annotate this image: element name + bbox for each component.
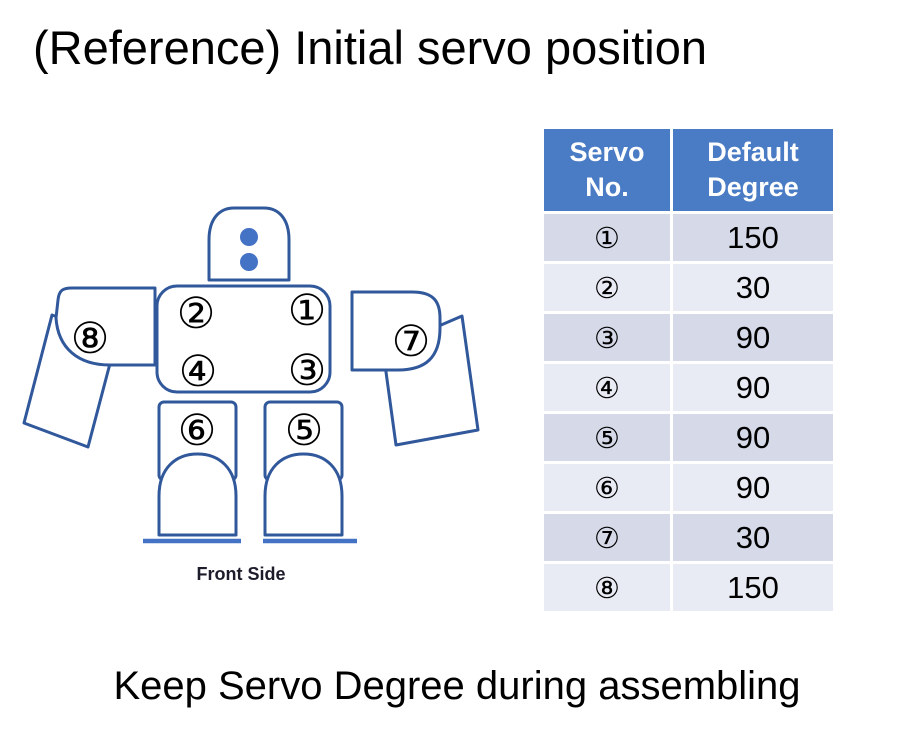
bottom-note: Keep Servo Degree during assembling xyxy=(113,664,801,708)
robot-right-shoulder xyxy=(350,290,442,372)
page-title: (Reference) Initial servo position xyxy=(33,21,707,74)
degree-cell: 30 xyxy=(673,264,833,311)
degree-cell: 150 xyxy=(673,214,833,261)
servo-degree-table: Servo No. Default Degree ① 150 ② 30 ③ 90… xyxy=(541,126,836,614)
header-servo-no: Servo No. xyxy=(544,129,670,211)
table-row: ② 30 xyxy=(544,264,833,311)
servo-no-cell: ⑤ xyxy=(544,414,670,461)
robot-front-diagram: ① ② ③ ④ ⑤ ⑥ ⑦ ⑧ Front Side xyxy=(22,206,480,584)
robot-eye-top xyxy=(240,228,258,246)
servo-no-cell: ③ xyxy=(544,314,670,361)
table-row: ④ 90 xyxy=(544,364,833,411)
servo-label-7: ⑦ xyxy=(392,317,431,367)
degree-cell: 90 xyxy=(673,414,833,461)
table-row: ⑤ 90 xyxy=(544,414,833,461)
servo-label-3: ③ xyxy=(288,346,327,396)
robot-eye-bottom xyxy=(240,253,258,271)
servo-label-8: ⑧ xyxy=(71,314,110,364)
servo-label-4: ④ xyxy=(179,347,218,397)
header-default-degree: Default Degree xyxy=(673,129,833,211)
robot-left-shoulder xyxy=(54,286,157,367)
servo-label-1: ① xyxy=(288,286,327,336)
table-header-row: Servo No. Default Degree xyxy=(544,129,833,211)
degree-cell: 90 xyxy=(673,314,833,361)
table-row: ① 150 xyxy=(544,214,833,261)
degree-cell: 90 xyxy=(673,464,833,511)
servo-no-cell: ① xyxy=(544,214,670,261)
servo-no-cell: ② xyxy=(544,264,670,311)
front-side-label: Front Side xyxy=(197,564,286,584)
servo-label-5: ⑤ xyxy=(285,406,324,456)
degree-cell: 30 xyxy=(673,514,833,561)
table-row: ⑦ 30 xyxy=(544,514,833,561)
table-row: ③ 90 xyxy=(544,314,833,361)
robot-left-foot xyxy=(157,452,238,537)
table-row: ⑥ 90 xyxy=(544,464,833,511)
servo-label-6: ⑥ xyxy=(178,406,217,456)
servo-no-cell: ④ xyxy=(544,364,670,411)
table-row: ⑧ 150 xyxy=(544,564,833,611)
degree-cell: 150 xyxy=(673,564,833,611)
servo-no-cell: ⑦ xyxy=(544,514,670,561)
servo-no-cell: ⑧ xyxy=(544,564,670,611)
servo-no-cell: ⑥ xyxy=(544,464,670,511)
degree-cell: 90 xyxy=(673,364,833,411)
robot-right-foot xyxy=(263,452,344,537)
servo-label-2: ② xyxy=(177,289,216,339)
robot-torso xyxy=(155,284,332,394)
